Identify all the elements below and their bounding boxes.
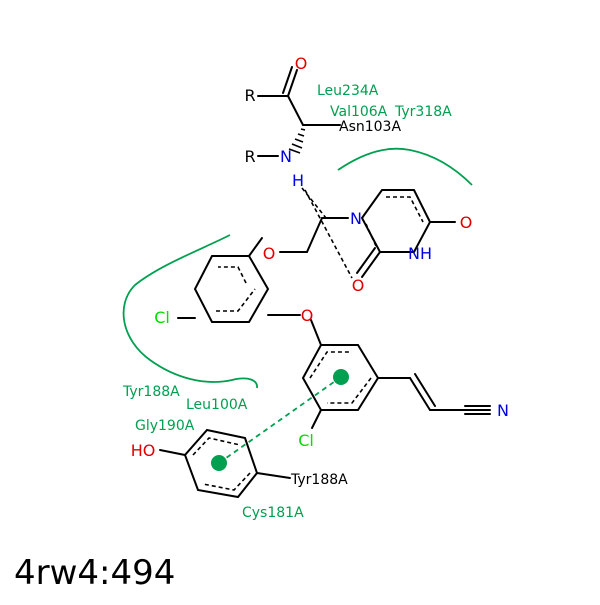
residue-cys181: Cys181A xyxy=(242,505,304,521)
residue-leu100: Leu100A xyxy=(186,397,248,413)
atom-n-amide: N xyxy=(280,147,292,166)
atom-o-ether-mid: O xyxy=(301,306,314,325)
cyanovinylphenyl-ring xyxy=(301,319,491,429)
atom-o-uracil-right: O xyxy=(460,213,473,232)
atom-n-uracil: N xyxy=(350,209,362,228)
atom-cl-left: Cl xyxy=(154,308,170,327)
linker-bonds xyxy=(279,217,349,253)
chlorophenyl-ring xyxy=(177,237,301,323)
hydrophobic-arc-left xyxy=(122,234,258,389)
uracil-ring xyxy=(356,189,456,278)
atom-o-uracil-bottom: O xyxy=(352,276,365,295)
tyrosine-ring xyxy=(159,428,291,499)
residue-asn103: Asn103A xyxy=(339,119,401,135)
atom-h-amide: H xyxy=(292,171,304,190)
pi-stacking-line xyxy=(218,376,342,464)
atom-nh-uracil: NH xyxy=(408,244,432,263)
hashed-wedge xyxy=(288,128,306,154)
atom-r-top: R xyxy=(244,86,255,105)
residue-tyr318: Tyr318A xyxy=(394,104,452,120)
atom-n-nitrile: N xyxy=(497,401,509,420)
pi-center-top xyxy=(333,369,349,385)
residue-tyr188-bond: Tyr188A xyxy=(290,472,348,488)
residue-leu234: Leu234A xyxy=(317,83,379,99)
backbone-bonds xyxy=(257,66,341,157)
residue-val106: Val106A xyxy=(330,104,388,120)
pi-center-bottom xyxy=(211,455,227,471)
residue-gly190: Gly190A xyxy=(135,418,195,434)
hydrophobic-arc-top xyxy=(337,147,473,186)
atom-o-ether-top: O xyxy=(263,244,276,263)
atom-o-carbonyl: O xyxy=(295,54,308,73)
residue-tyr188-top: Tyr188A xyxy=(122,384,180,400)
diagram-caption: 4rw4:494 xyxy=(14,553,175,593)
atom-r-left: R xyxy=(244,147,255,166)
atom-ho-phenol: HO xyxy=(131,441,156,460)
hbond-nh-to-o xyxy=(304,189,353,279)
atom-cl-bottom: Cl xyxy=(298,431,314,450)
